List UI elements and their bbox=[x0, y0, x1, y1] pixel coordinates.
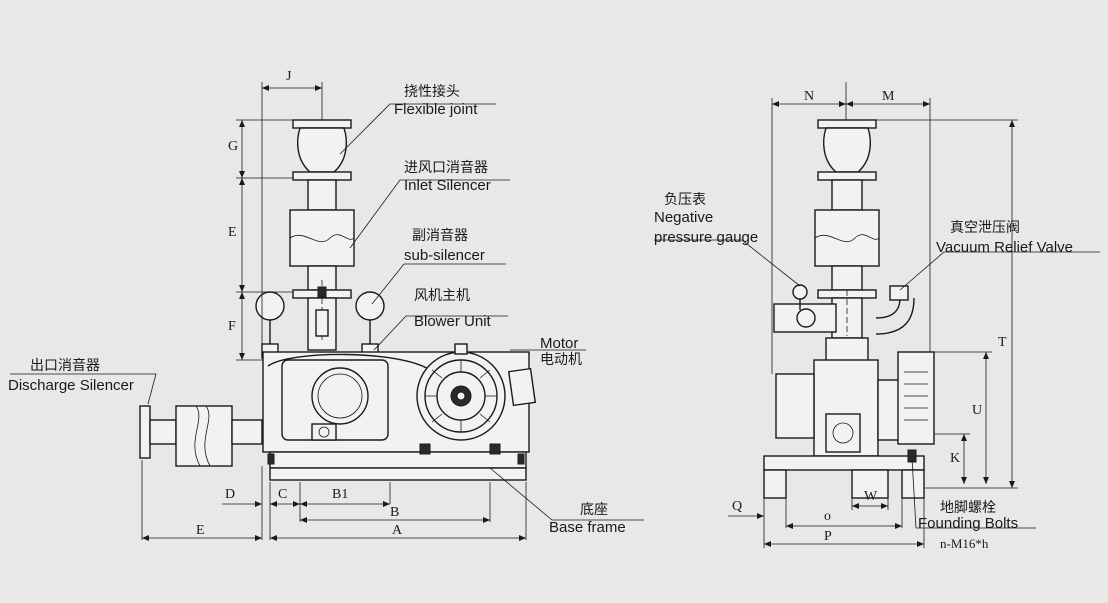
dim-t: T bbox=[998, 335, 1007, 350]
flexible-joint-label: Flexible joint bbox=[394, 101, 478, 118]
dim-q: Q bbox=[732, 499, 742, 514]
negative-gauge-label-1: Negative bbox=[654, 209, 713, 226]
dim-a: A bbox=[392, 523, 403, 538]
bolt-spec-label: n-M16*h bbox=[940, 536, 989, 551]
side-blower bbox=[773, 284, 935, 457]
dim-g: G bbox=[228, 139, 238, 154]
base-frame-label-cn: 底座 bbox=[580, 502, 608, 518]
front-leaders bbox=[10, 103, 644, 521]
front-view: 挠性接头 Flexible joint 进风口消音器 Inlet Silence… bbox=[8, 69, 644, 541]
discharge-silencer bbox=[139, 405, 263, 467]
motor-label-cn: 电动机 bbox=[540, 352, 582, 368]
negative-gauge-label-2: pressure gauge bbox=[654, 229, 758, 246]
dim-j: J bbox=[286, 69, 292, 84]
inlet-pipe-stack bbox=[289, 119, 355, 351]
sub-silencer-label: sub-silencer bbox=[404, 247, 485, 264]
dim-c: C bbox=[278, 487, 287, 502]
founding-bolts-label: Founding Bolts bbox=[918, 515, 1018, 532]
base-frame-label: Base frame bbox=[549, 519, 626, 536]
dim-m: M bbox=[882, 89, 895, 104]
motor-label: Motor bbox=[540, 335, 578, 352]
base-frame bbox=[267, 443, 527, 481]
dim-w: W bbox=[864, 489, 878, 504]
blower-unit-label-cn: 风机主机 bbox=[414, 288, 470, 304]
discharge-silencer-label: Discharge Silencer bbox=[8, 377, 134, 394]
flexible-joint-label-cn: 挠性接头 bbox=[404, 83, 460, 100]
dim-f: F bbox=[228, 319, 236, 334]
side-view: 负压表 Negative pressure gauge 真空泄压阀 Vacuum… bbox=[654, 82, 1100, 551]
dim-e-horizontal: E bbox=[196, 523, 205, 538]
founding-bolts-label-cn: 地脚螺栓 bbox=[940, 500, 996, 516]
side-leaders bbox=[654, 239, 1100, 529]
inlet-silencer-label: Inlet Silencer bbox=[404, 177, 491, 194]
discharge-silencer-label-cn: 出口消音器 bbox=[30, 357, 100, 374]
dim-o: o bbox=[824, 509, 831, 524]
negative-gauge-label-cn: 负压表 bbox=[664, 192, 706, 208]
dim-n: N bbox=[804, 89, 814, 104]
blower-unit-label: Blower Unit bbox=[414, 313, 492, 330]
dim-b1: B1 bbox=[332, 487, 348, 502]
side-inlet-stack bbox=[814, 119, 880, 363]
dim-p: P bbox=[824, 529, 832, 544]
dim-k: K bbox=[950, 451, 960, 466]
front-dimensions bbox=[141, 82, 527, 541]
side-base bbox=[763, 449, 925, 499]
dim-u: U bbox=[972, 403, 982, 418]
dim-e-vertical: E bbox=[228, 225, 237, 240]
dim-b: B bbox=[390, 505, 399, 520]
inlet-silencer-label-cn: 进风口消音器 bbox=[404, 159, 488, 176]
dim-d: D bbox=[225, 487, 235, 502]
vacuum-relief-label: Vacuum Relief Valve bbox=[936, 239, 1073, 256]
motor bbox=[416, 343, 537, 441]
side-dimensions bbox=[728, 82, 1018, 548]
sub-silencer-label-cn: 副消音器 bbox=[412, 227, 468, 244]
vacuum-relief-label-cn: 真空泄压阀 bbox=[950, 220, 1020, 236]
